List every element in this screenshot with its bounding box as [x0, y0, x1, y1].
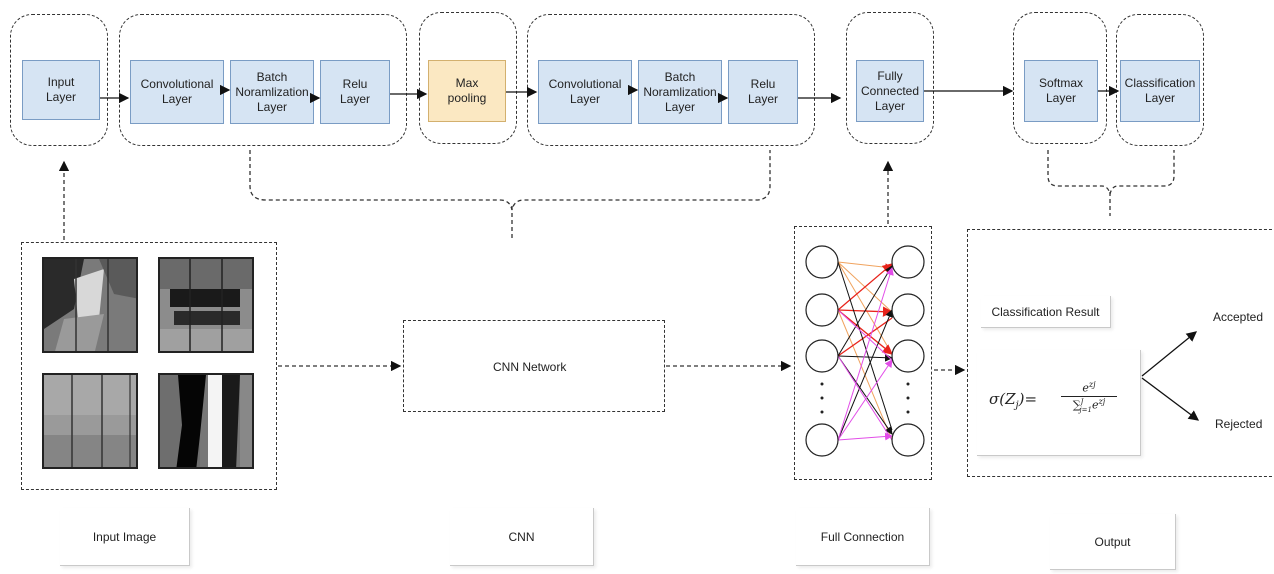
classification-group	[1116, 14, 1204, 146]
cnn-brace	[249, 150, 771, 211]
softmax-formula: σ(Zj)= ezj ∑Jj=1ezj	[977, 350, 1141, 456]
cnn-section-label: CNN	[450, 508, 594, 566]
input-image-panel	[21, 242, 277, 490]
output-neurons	[891, 245, 925, 457]
full-connection-panel	[794, 226, 932, 480]
neuron-out-1	[891, 245, 925, 279]
ellipsis-dots	[820, 382, 910, 414]
solar-cell-image-3	[42, 373, 138, 469]
pooling-group	[419, 12, 517, 144]
neuron-in-2	[805, 293, 839, 327]
neuron-in-1	[805, 245, 839, 279]
conv-layer-2-box: Convolutional Layer	[538, 60, 632, 124]
neuron-out-3	[891, 339, 925, 373]
cell-3-texture-icon	[44, 375, 136, 467]
batch-norm-layer-1-box: Batch Noramlization Layer	[230, 60, 314, 124]
output-section-label: Output	[1050, 514, 1176, 570]
input-neurons	[805, 245, 839, 457]
neuron-in-4	[805, 423, 839, 457]
formula-fraction: ezj ∑Jj=1ezj	[1061, 380, 1117, 414]
first-conv-block-group	[119, 14, 407, 146]
cell-2-texture-icon	[160, 259, 252, 351]
cell-4-texture-icon	[160, 375, 252, 467]
classification-result-label: Classification Result	[981, 296, 1111, 328]
arrow-to-accepted	[1141, 331, 1198, 377]
output-brace	[1047, 150, 1175, 195]
neuron-out-4	[891, 423, 925, 457]
formula-lhs: σ(Zj)=	[989, 390, 1038, 411]
relu-layer-1-box: Relu Layer	[320, 60, 390, 124]
rejected-label: Rejected	[1215, 417, 1263, 431]
input-layer-box: Input Layer	[22, 60, 100, 120]
fully-connected-box: Fully Connected Layer	[856, 60, 924, 122]
classification-layer-box: Classification Layer	[1120, 60, 1200, 122]
input-layer-group	[10, 14, 108, 146]
batch-norm-layer-2-box: Batch Noramlization Layer	[638, 60, 722, 124]
arrow-to-rejected	[1141, 377, 1200, 421]
second-conv-block-group	[527, 14, 815, 146]
max-pooling-box: Max pooling	[428, 60, 506, 122]
softmax-layer-box: Softmax Layer	[1024, 60, 1098, 122]
fully-connected-group	[846, 12, 934, 144]
input-image-section-label: Input Image	[60, 508, 190, 566]
cell-1-texture-icon	[44, 259, 136, 351]
cnn-network-label: CNN Network	[493, 360, 567, 374]
formula-numerator: ezj	[1061, 380, 1117, 397]
softmax-group	[1013, 12, 1107, 144]
output-panel	[967, 229, 1274, 477]
cnn-network-box	[403, 320, 665, 412]
solar-cell-image-2	[158, 257, 254, 353]
relu-layer-2-box: Relu Layer	[728, 60, 798, 124]
solar-cell-image-4	[158, 373, 254, 469]
full-connection-section-label: Full Connection	[796, 508, 930, 566]
conv-layer-1-box: Convolutional Layer	[130, 60, 224, 124]
neuron-out-2	[891, 293, 925, 327]
accepted-label: Accepted	[1213, 310, 1264, 324]
neuron-in-3	[805, 339, 839, 373]
solar-cell-image-1	[42, 257, 138, 353]
formula-denominator: ∑Jj=1ezj	[1072, 396, 1106, 414]
